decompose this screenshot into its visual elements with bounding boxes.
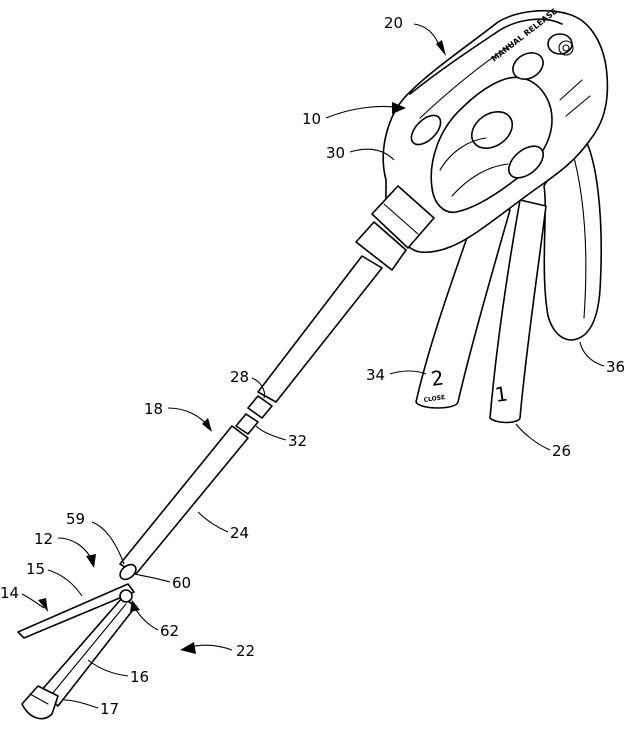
label-20: 20 <box>384 14 403 32</box>
label-32: 32 <box>288 432 307 450</box>
label-36: 36 <box>606 358 625 376</box>
label-62: 62 <box>160 622 179 640</box>
coupling-28 <box>248 396 272 418</box>
label-12: 12 <box>34 530 53 548</box>
label-30: 30 <box>326 144 345 162</box>
label-26: 26 <box>552 442 571 460</box>
upper-shaft <box>258 256 382 402</box>
label-28: 28 <box>230 368 249 386</box>
cartridge-16 <box>40 598 136 706</box>
label-60: 60 <box>172 574 191 592</box>
handle-assembly: MANUAL RELEASE <box>356 7 607 423</box>
end-effector <box>18 584 136 719</box>
label-34: 34 <box>366 366 385 384</box>
label-18: 18 <box>144 400 163 418</box>
label-14: 14 <box>0 584 19 602</box>
label-10: 10 <box>302 110 321 128</box>
label-15: 15 <box>26 560 45 578</box>
shaft-assembly <box>117 256 382 582</box>
label-17: 17 <box>100 700 119 718</box>
lower-shaft-24 <box>120 426 248 574</box>
label-24: 24 <box>230 524 249 542</box>
label-59: 59 <box>66 510 85 528</box>
hinge-62 <box>120 590 132 602</box>
label-22: 22 <box>236 642 255 660</box>
label-16: 16 <box>130 668 149 686</box>
